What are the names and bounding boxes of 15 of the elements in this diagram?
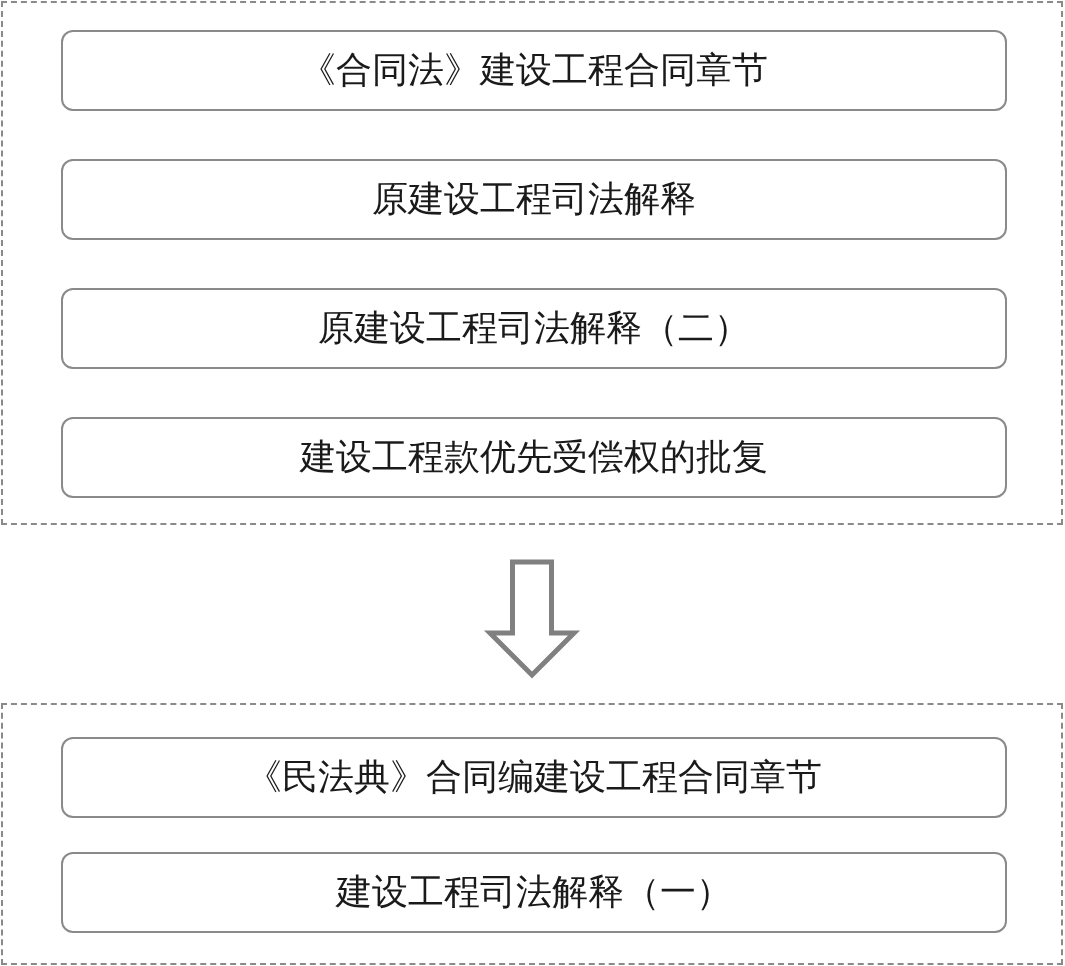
box-label: 原建设工程司法解释（二） [318,306,750,350]
process-box [61,159,1007,240]
dashed-group-frame [1,703,1063,965]
dashed-group-frame [1,1,1063,525]
process-box [61,30,1007,111]
box-label: 建设工程司法解释（一） [336,870,732,914]
process-box [61,288,1007,369]
box-label: 建设工程款优先受偿权的批复 [300,435,768,479]
box-label: 原建设工程司法解释 [372,177,696,221]
process-box [61,852,1007,933]
process-box [61,737,1007,818]
box-label: 《合同法》建设工程合同章节 [300,48,768,92]
box-label: 《民法典》合同编建设工程合同章节 [246,755,822,799]
block-arrow [483,559,581,679]
process-box [61,417,1007,498]
